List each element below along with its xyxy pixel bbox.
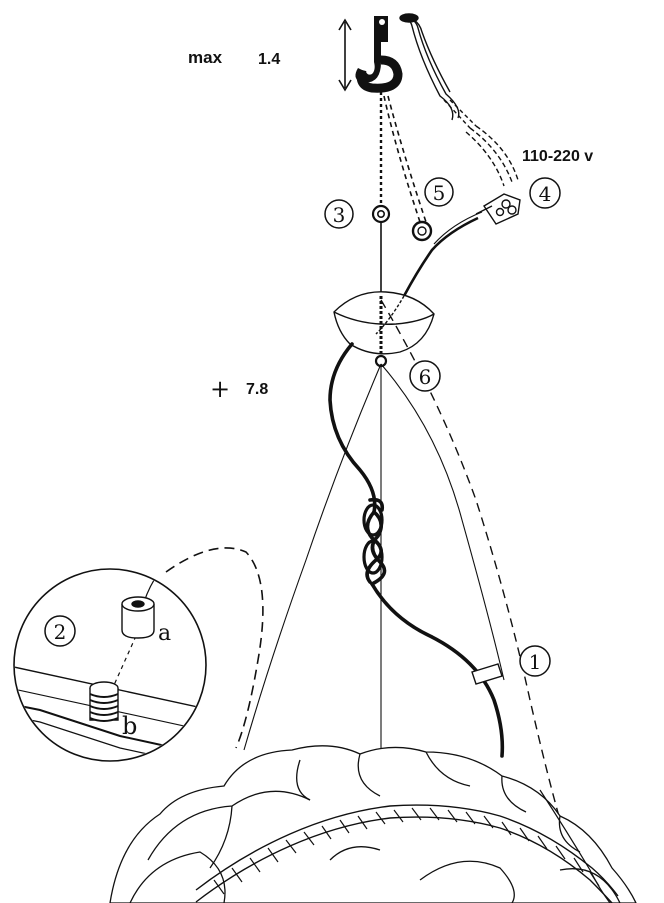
ring-3: [371, 204, 391, 224]
max-label: max: [188, 48, 223, 67]
svg-text:1: 1: [529, 650, 542, 674]
voltage-label: 110-220 v: [522, 148, 593, 165]
mains-wires: [399, 13, 519, 187]
callout-1: 1: [519, 645, 551, 677]
svg-text:5: 5: [433, 181, 446, 205]
canopy: [333, 291, 435, 358]
cable-to-shade: [539, 789, 611, 903]
hook-cables: [379, 92, 427, 223]
eyelet-5: [411, 220, 433, 242]
part-a-sleeve: [121, 596, 155, 639]
power-cable-top: [402, 211, 483, 297]
terminal-block: [475, 193, 521, 225]
svg-text:3: 3: [333, 203, 346, 227]
callout-4: 4: [529, 177, 561, 209]
max-value: 1.4: [258, 51, 280, 68]
svg-text:4: 4: [539, 182, 552, 206]
callout-5: 5: [424, 177, 454, 207]
svg-text:6: 6: [419, 365, 432, 389]
svg-text:2: 2: [54, 620, 67, 644]
cable-clip-1: [471, 663, 503, 685]
detail-letter-a: a: [158, 621, 171, 646]
callout-3: 3: [324, 199, 354, 229]
cable-knot: [362, 503, 384, 575]
callout-2: 2: [44, 615, 76, 647]
detail-leader: [165, 547, 264, 749]
plus-sign: +: [210, 375, 230, 403]
height-arrow: [338, 18, 352, 92]
lamp-shade: [109, 745, 637, 903]
power-cable-main: [328, 342, 505, 758]
part-b-threaded-rod: [89, 681, 119, 722]
length-value: 7.8: [246, 381, 268, 398]
detail-view: a b: [13, 568, 207, 762]
dashed-cable-right: [380, 299, 561, 821]
detail-letter-b: b: [122, 712, 137, 740]
callout-6: 6: [409, 360, 441, 392]
ceiling-hook: [355, 16, 403, 93]
